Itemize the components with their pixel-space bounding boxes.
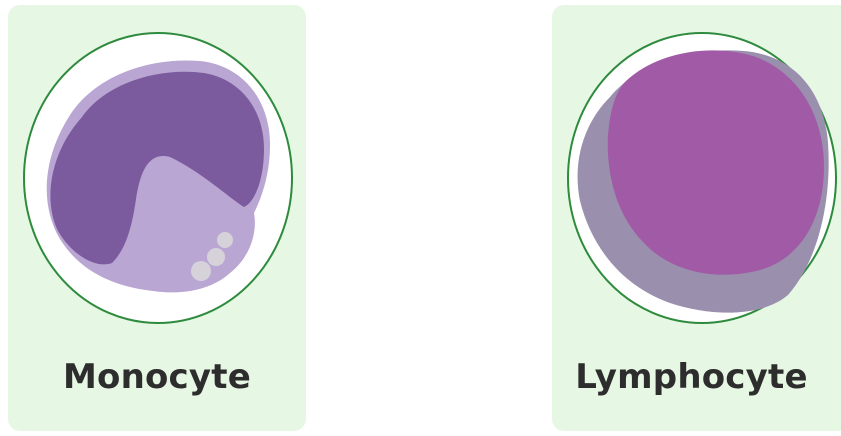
monocyte-granule — [217, 232, 233, 248]
monocyte-illustration — [8, 5, 306, 345]
monocyte-label: Monocyte — [8, 357, 306, 397]
monocyte-granule — [191, 261, 211, 281]
lymphocyte-label: Lymphocyte — [552, 357, 831, 397]
monocyte-card: Monocyte — [8, 5, 306, 431]
lymphocyte-card: Lymphocyte — [552, 5, 841, 431]
monocyte-granule — [207, 248, 225, 266]
lymphocyte-illustration — [552, 5, 841, 345]
